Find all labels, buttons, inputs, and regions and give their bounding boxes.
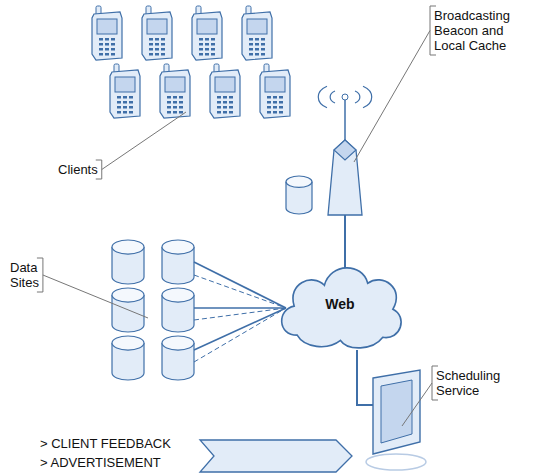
phone-icon xyxy=(142,6,172,60)
data-site-cylinder xyxy=(162,288,194,332)
data-link xyxy=(194,262,286,308)
wire xyxy=(344,215,346,268)
callout-label: Scheduling Service xyxy=(436,368,518,398)
data-link xyxy=(194,307,286,309)
leader-line xyxy=(402,383,432,426)
data-site-cylinder xyxy=(162,240,194,284)
wire xyxy=(357,350,373,405)
data-link xyxy=(194,275,286,308)
callout-label: Broadcasting Beacon and Local Cache xyxy=(434,8,526,53)
data-site-cylinder xyxy=(162,336,194,380)
data-site-cylinder xyxy=(112,336,144,380)
phone-icon xyxy=(242,6,272,60)
phone-icon xyxy=(192,6,222,60)
callout-label: Clients xyxy=(58,162,98,177)
chevron-arrow xyxy=(200,440,352,472)
phone-icon xyxy=(260,64,290,118)
data-link xyxy=(194,308,286,362)
phone-icon xyxy=(210,64,240,118)
beacon-tower xyxy=(318,86,371,215)
leader-line xyxy=(354,31,430,163)
phone-icon xyxy=(110,64,140,118)
cloud-node: Web xyxy=(272,252,408,356)
leader-line xyxy=(43,275,148,318)
flow-note: > ADVERTISEMENT xyxy=(40,455,161,470)
phone-icon xyxy=(92,6,122,60)
leader-line xyxy=(102,112,186,170)
flow-note: > CLIENT FEEDBACK xyxy=(40,436,171,451)
phone-icon xyxy=(160,64,190,118)
callout-label: Data Sites xyxy=(10,260,48,290)
cache-cylinder xyxy=(286,176,312,214)
data-site-cylinder xyxy=(112,240,144,284)
data-link xyxy=(194,308,286,350)
scheduling-terminal xyxy=(366,370,426,470)
node-text: Web xyxy=(325,296,354,312)
